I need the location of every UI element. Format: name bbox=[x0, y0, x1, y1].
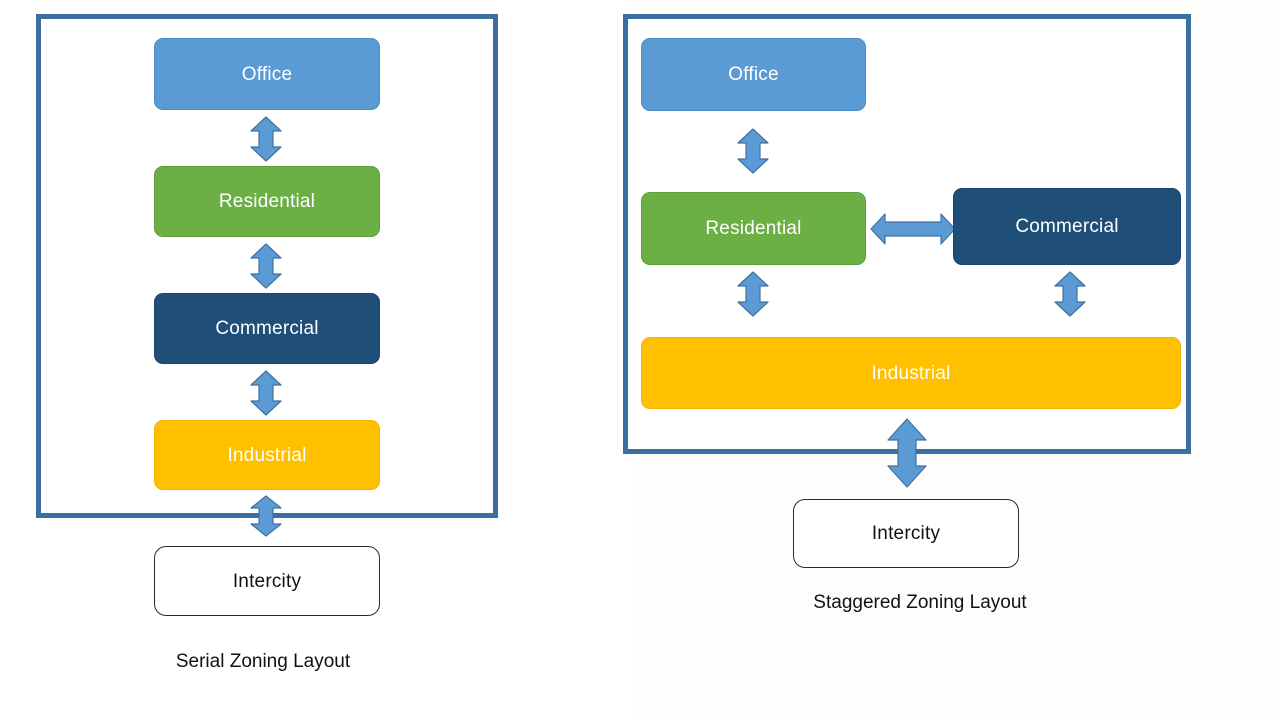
node-intercity-staggered[interactable]: Intercity bbox=[793, 499, 1019, 568]
node-label: Intercity bbox=[232, 570, 302, 592]
node-commercial-serial[interactable]: Commercial bbox=[154, 293, 380, 364]
node-office-staggered[interactable]: Office bbox=[641, 38, 866, 111]
node-label: Industrial bbox=[227, 444, 307, 466]
node-commercial-staggered[interactable]: Commercial bbox=[953, 188, 1181, 265]
node-label: Residential bbox=[218, 191, 316, 212]
arrow-residential-commercial-serial bbox=[248, 243, 284, 289]
arrow-industrial-intercity-staggered bbox=[884, 418, 930, 488]
arrow-residential-commercial-staggered bbox=[870, 210, 956, 248]
node-label: Intercity bbox=[871, 523, 941, 544]
arrow-residential-industrial-staggered bbox=[735, 271, 771, 317]
arrow-commercial-industrial-serial bbox=[248, 370, 284, 416]
node-label: Residential bbox=[705, 218, 802, 239]
node-intercity-serial[interactable]: Intercity bbox=[154, 546, 380, 616]
node-label: Commercial bbox=[215, 318, 319, 339]
node-office-serial[interactable]: Office bbox=[154, 38, 380, 110]
node-residential-serial[interactable]: Residential bbox=[154, 166, 380, 237]
node-label: Commercial bbox=[1015, 216, 1119, 237]
node-label: Industrial bbox=[871, 362, 951, 384]
node-label: Office bbox=[728, 64, 779, 85]
arrow-industrial-intercity-serial bbox=[248, 495, 284, 537]
arrow-commercial-industrial-staggered bbox=[1052, 271, 1088, 317]
arrow-office-residential-serial bbox=[248, 116, 284, 162]
serial-layout-caption: Serial Zoning Layout bbox=[175, 651, 351, 672]
node-label: Office bbox=[241, 63, 293, 85]
node-industrial-staggered[interactable]: Industrial bbox=[641, 337, 1181, 409]
staggered-layout-caption: Staggered Zoning Layout bbox=[813, 592, 1027, 613]
node-industrial-serial[interactable]: Industrial bbox=[154, 420, 380, 490]
arrow-office-residential-staggered bbox=[735, 128, 771, 174]
node-residential-staggered[interactable]: Residential bbox=[641, 192, 866, 265]
